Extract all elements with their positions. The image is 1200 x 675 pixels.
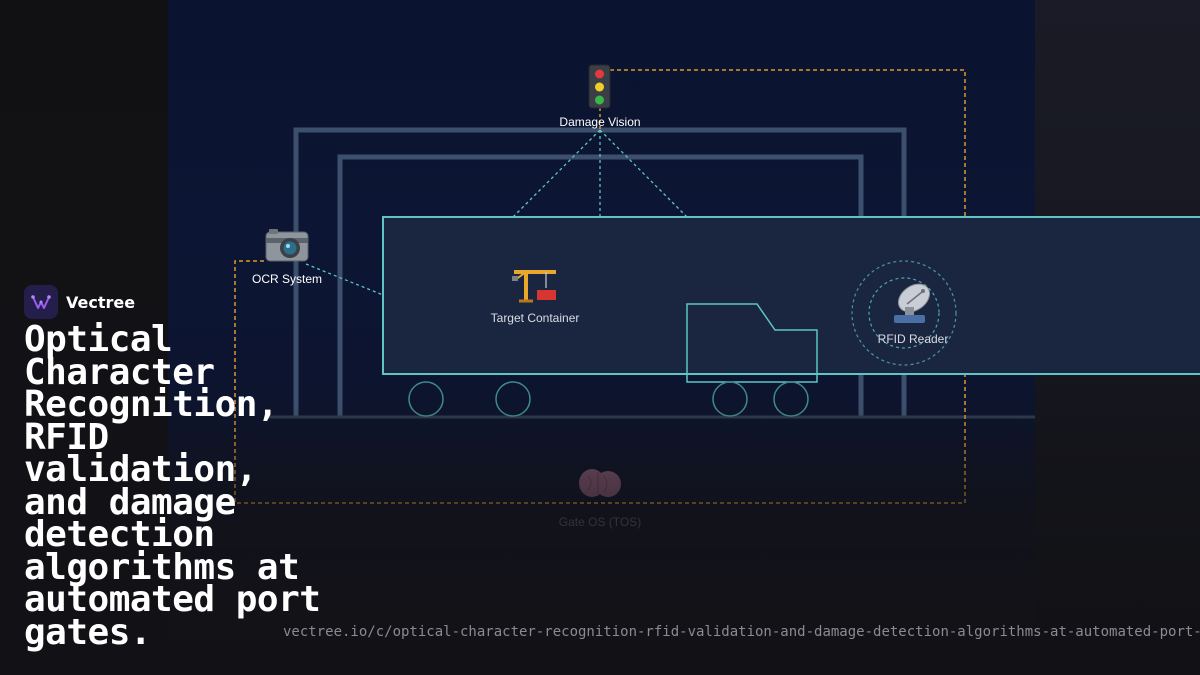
traffic-light-icon [588,64,611,109]
wheel [408,381,444,417]
camera-icon [265,229,309,262]
vision-ray-left [512,129,601,218]
brain-icon [579,469,621,497]
vision-ray-right [599,129,688,218]
target-container-label: Target Container [491,311,580,325]
damage-vision-label: Damage Vision [559,115,640,129]
brand-name: Vectree [66,292,136,312]
gate-os-label: Gate OS (TOS) [559,515,641,529]
vectree-logo-icon [24,285,58,319]
page-title: Optical Character Recognition, RFID vali… [24,319,321,653]
ocr-system-label: OCR System [252,272,322,286]
article-url[interactable]: vectree.io/c/optical-character-recogniti… [283,624,1200,640]
wheel [495,381,531,417]
rfid-reader-label: RFID Reader [878,332,949,346]
target-container-body [382,216,1200,375]
wheel [773,381,809,417]
wheel [712,381,748,417]
brand: Vectree [24,285,135,319]
